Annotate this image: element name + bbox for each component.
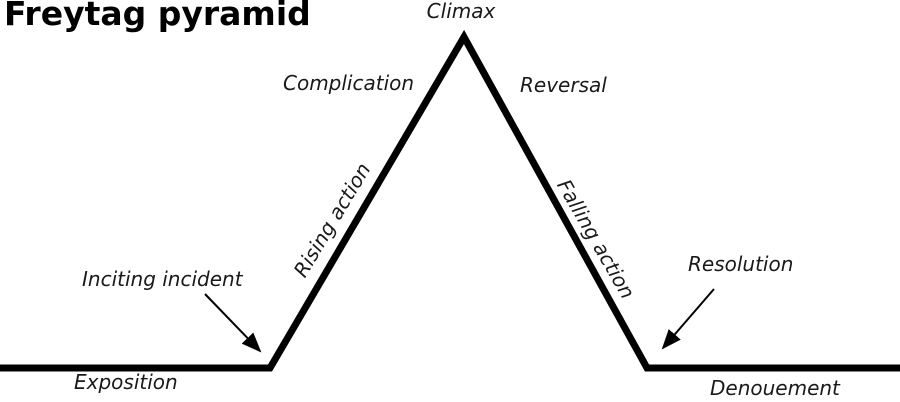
pyramid-outline-line: [0, 29, 900, 372]
resolution-label: Resolution: [688, 252, 794, 276]
denouement-label: Denouement: [710, 376, 840, 400]
inciting-incident-arrow: [204, 293, 262, 353]
exposition-label: Exposition: [74, 370, 178, 394]
complication-label: Complication: [283, 71, 415, 95]
reversal-label: Reversal: [520, 73, 607, 97]
inciting-incident-label: Inciting incident: [82, 267, 243, 291]
diagram-title: Freytag pyramid: [4, 0, 311, 33]
climax-label: Climax: [426, 0, 496, 23]
resolution-arrow: [661, 288, 715, 350]
